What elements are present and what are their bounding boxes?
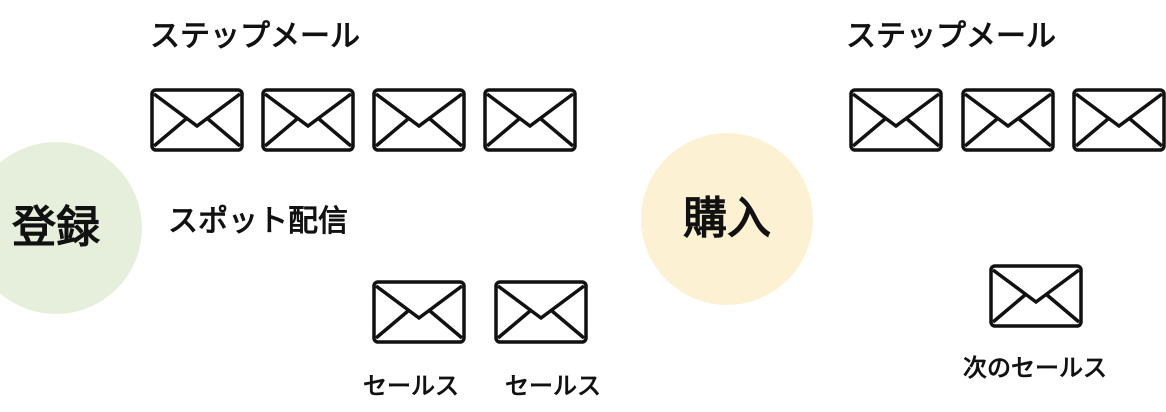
envelope-icon bbox=[372, 88, 466, 152]
envelope-icon bbox=[494, 280, 588, 344]
envelope-icon bbox=[261, 88, 355, 152]
envelope-icon bbox=[989, 264, 1083, 328]
sales-label: セールス bbox=[363, 372, 459, 400]
envelope-icon bbox=[372, 280, 466, 344]
right-step-mail-label: ステップメール bbox=[846, 19, 1056, 54]
spot-delivery-label: スポット配信 bbox=[168, 204, 348, 239]
envelope-icon bbox=[1072, 88, 1166, 152]
purchase-label: 購入 bbox=[683, 193, 771, 244]
envelope-icon bbox=[483, 88, 577, 152]
left-step-mail-label: ステップメール bbox=[150, 19, 360, 54]
envelope-icon bbox=[961, 88, 1055, 152]
register-label: 登録 bbox=[12, 202, 100, 253]
register-circle: 登録 bbox=[0, 142, 142, 314]
sales-label: セールス bbox=[505, 372, 601, 400]
purchase-circle: 購入 bbox=[641, 133, 813, 305]
envelope-icon bbox=[849, 88, 943, 152]
envelope-icon bbox=[150, 88, 244, 152]
next-sales-label: 次のセールス bbox=[963, 354, 1107, 382]
